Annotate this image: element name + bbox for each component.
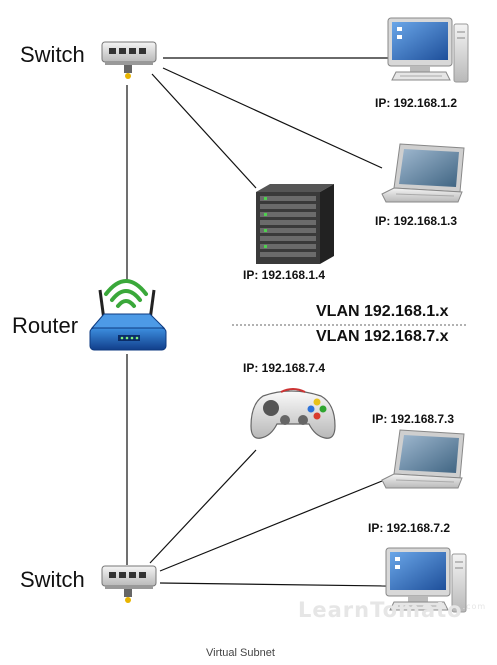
link-switchtop-laptop — [162, 67, 383, 169]
watermark: LearnTomato.com — [298, 598, 486, 622]
ip-gamepad: IP: 192.168.7.4 — [243, 361, 326, 375]
ip-desktop-bottom: IP: 192.168.7.2 — [368, 521, 451, 535]
ip-desktop-top: IP: 192.168.1.2 — [375, 96, 458, 110]
network-switch-icon — [101, 565, 157, 603]
vlan-label-1: VLAN 192.168.1.x — [316, 303, 449, 320]
ip-laptop-bottom: IP: 192.168.7.3 — [372, 412, 455, 426]
switch-top-label: Switch — [20, 42, 85, 67]
vlan-label-7: VLAN 192.168.7.x — [316, 328, 449, 345]
router-label: Router — [12, 313, 79, 338]
desktop-computer-icon — [387, 17, 469, 83]
watermark-suffix: .com — [462, 602, 487, 611]
game-controller-icon — [250, 388, 336, 439]
link-switchbottom-desktop — [159, 582, 387, 587]
ip-laptop-top: IP: 192.168.1.3 — [375, 214, 458, 228]
switch-bottom-label: Switch — [20, 567, 85, 592]
ip-server: IP: 192.168.1.4 — [243, 268, 326, 282]
connection-lines — [126, 57, 388, 587]
caption: Virtual Subnet — [206, 647, 275, 659]
desktop-computer-icon — [385, 547, 467, 613]
laptop-icon — [381, 143, 465, 203]
laptop-icon — [381, 429, 465, 489]
wireless-router-icon — [89, 279, 167, 351]
network-switch-icon — [101, 41, 157, 79]
link-switchtop-server — [151, 73, 257, 189]
link-switchbottom-gamepad — [149, 449, 257, 564]
server-rack-icon — [256, 184, 334, 264]
watermark-text: LearnTomato — [298, 598, 463, 622]
link-switchbottom-laptop — [159, 480, 383, 572]
